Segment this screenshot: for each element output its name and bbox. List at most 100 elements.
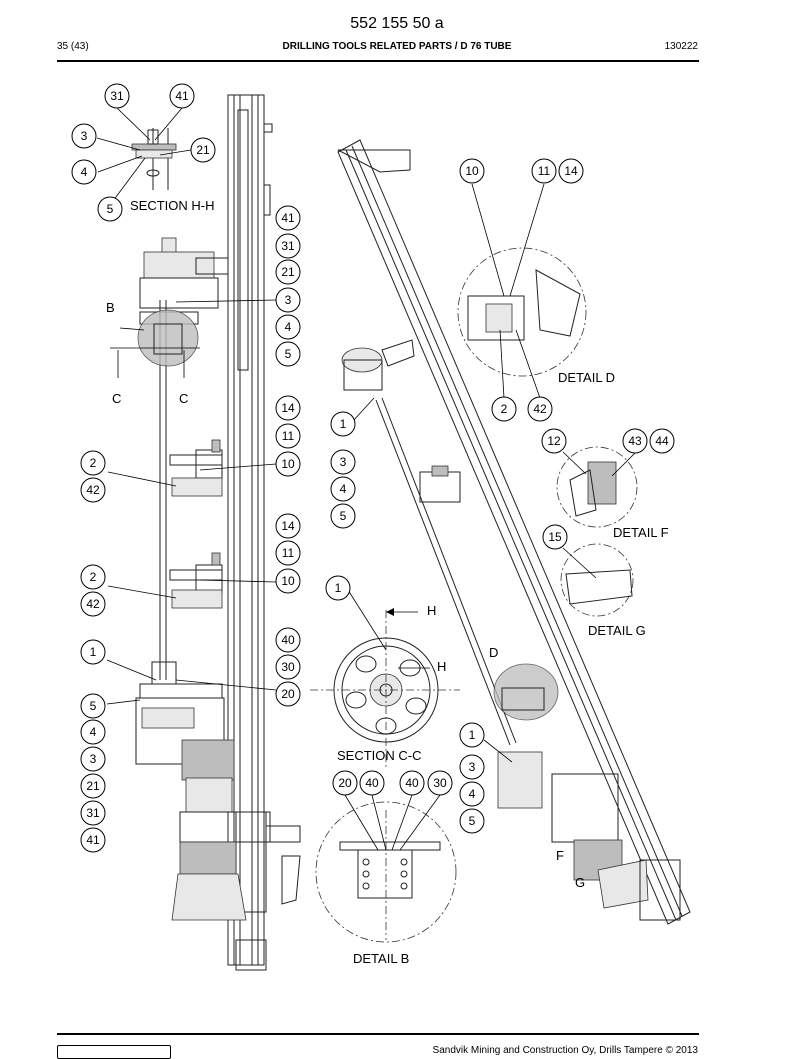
svg-text:21: 21 bbox=[281, 265, 295, 279]
detail-f-label: DETAIL F bbox=[613, 525, 669, 540]
callout-1: 1 bbox=[80, 639, 106, 665]
callout-10: 10 bbox=[275, 568, 301, 594]
svg-text:31: 31 bbox=[110, 89, 124, 103]
callout-41: 41 bbox=[169, 83, 195, 109]
svg-text:41: 41 bbox=[281, 211, 295, 225]
detail-g-label: DETAIL G bbox=[588, 623, 646, 638]
page-indicator: 35 (43) bbox=[57, 41, 89, 52]
svg-text:42: 42 bbox=[86, 597, 100, 611]
leader-lines-right bbox=[353, 397, 513, 763]
svg-text:30: 30 bbox=[433, 776, 447, 790]
callout-21: 21 bbox=[80, 773, 106, 799]
callout-14: 14 bbox=[275, 395, 301, 421]
view-letter-c-right: C bbox=[179, 391, 188, 406]
svg-text:3: 3 bbox=[90, 752, 97, 766]
callout-4: 4 bbox=[330, 476, 356, 502]
top-rotation-unit bbox=[137, 237, 229, 367]
footer-rule bbox=[57, 1033, 699, 1035]
document-number: 552 155 50 a bbox=[350, 15, 444, 32]
svg-text:2: 2 bbox=[90, 456, 97, 470]
svg-text:4: 4 bbox=[90, 725, 97, 739]
svg-text:40: 40 bbox=[405, 776, 419, 790]
svg-text:3: 3 bbox=[285, 293, 292, 307]
callout-5: 5 bbox=[330, 503, 356, 529]
section-cc-view bbox=[310, 589, 460, 770]
svg-text:3: 3 bbox=[81, 129, 88, 143]
view-letter-d: D bbox=[489, 645, 498, 660]
callout-30: 30 bbox=[275, 654, 301, 680]
callout-31: 31 bbox=[275, 233, 301, 259]
svg-text:14: 14 bbox=[281, 519, 295, 533]
svg-text:42: 42 bbox=[86, 483, 100, 497]
callout-2: 2 bbox=[80, 564, 106, 590]
svg-text:21: 21 bbox=[196, 143, 210, 157]
svg-text:1: 1 bbox=[340, 417, 347, 431]
svg-text:41: 41 bbox=[86, 833, 100, 847]
header-rule bbox=[57, 60, 699, 62]
callout-3: 3 bbox=[275, 287, 301, 313]
detail-b-label: DETAIL B bbox=[353, 951, 409, 966]
callout-43: 43 bbox=[622, 428, 648, 454]
callout-10: 10 bbox=[275, 451, 301, 477]
svg-text:40: 40 bbox=[365, 776, 379, 790]
callout-11: 11 bbox=[531, 158, 557, 184]
callout-4: 4 bbox=[71, 159, 97, 185]
left-feed-beam bbox=[159, 94, 273, 971]
svg-text:4: 4 bbox=[340, 482, 347, 496]
svg-text:5: 5 bbox=[107, 202, 114, 216]
callout-40: 40 bbox=[275, 627, 301, 653]
svg-text:20: 20 bbox=[338, 776, 352, 790]
section-hh-view bbox=[131, 128, 177, 190]
callout-20: 20 bbox=[275, 681, 301, 707]
callout-5: 5 bbox=[459, 808, 485, 834]
svg-text:4: 4 bbox=[285, 320, 292, 334]
svg-text:1: 1 bbox=[469, 728, 476, 742]
centralizer-upper bbox=[169, 439, 223, 497]
callout-31: 31 bbox=[104, 83, 130, 109]
callout-12: 12 bbox=[541, 428, 567, 454]
view-letter-f: F bbox=[556, 848, 564, 863]
callout-3: 3 bbox=[80, 746, 106, 772]
leader-lines-left bbox=[96, 107, 277, 705]
svg-text:14: 14 bbox=[281, 401, 295, 415]
detail-g-view bbox=[560, 543, 634, 617]
svg-text:40: 40 bbox=[281, 633, 295, 647]
section-cc-label: SECTION C-C bbox=[337, 748, 422, 763]
footer-copyright: Sandvik Mining and Construction Oy, Dril… bbox=[432, 1045, 698, 1056]
detail-d-view bbox=[457, 183, 587, 399]
section-hh-label: SECTION H-H bbox=[130, 198, 215, 213]
view-letter-c-left: C bbox=[112, 391, 121, 406]
page-title: DRILLING TOOLS RELATED PARTS / D 76 TUBE bbox=[282, 41, 512, 52]
svg-text:3: 3 bbox=[340, 455, 347, 469]
svg-text:42: 42 bbox=[533, 402, 547, 416]
svg-text:2: 2 bbox=[501, 402, 508, 416]
svg-text:4: 4 bbox=[81, 165, 88, 179]
callout-1: 1 bbox=[459, 722, 485, 748]
svg-text:15: 15 bbox=[548, 530, 562, 544]
callout-20: 20 bbox=[332, 770, 358, 796]
callout-15: 15 bbox=[542, 524, 568, 550]
centralizer-lower bbox=[169, 552, 223, 609]
callout-11: 11 bbox=[275, 423, 301, 449]
svg-text:44: 44 bbox=[655, 434, 669, 448]
svg-text:21: 21 bbox=[86, 779, 100, 793]
callout-2: 2 bbox=[80, 450, 106, 476]
svg-text:10: 10 bbox=[465, 164, 479, 178]
svg-text:31: 31 bbox=[86, 806, 100, 820]
callout-21: 21 bbox=[190, 137, 216, 163]
detail-d-label: DETAIL D bbox=[558, 370, 615, 385]
callout-4: 4 bbox=[275, 314, 301, 340]
view-letter-b: B bbox=[106, 300, 115, 315]
callout-42: 42 bbox=[80, 591, 106, 617]
svg-text:1: 1 bbox=[335, 581, 342, 595]
callout-14: 14 bbox=[275, 513, 301, 539]
callout-42: 42 bbox=[80, 477, 106, 503]
svg-text:5: 5 bbox=[469, 814, 476, 828]
callout-2: 2 bbox=[491, 396, 517, 422]
svg-text:11: 11 bbox=[538, 164, 551, 178]
svg-text:41: 41 bbox=[175, 89, 189, 103]
callout-21: 21 bbox=[275, 259, 301, 285]
callout-30: 30 bbox=[427, 770, 453, 796]
detail-b-view bbox=[315, 794, 457, 943]
svg-text:2: 2 bbox=[90, 570, 97, 584]
